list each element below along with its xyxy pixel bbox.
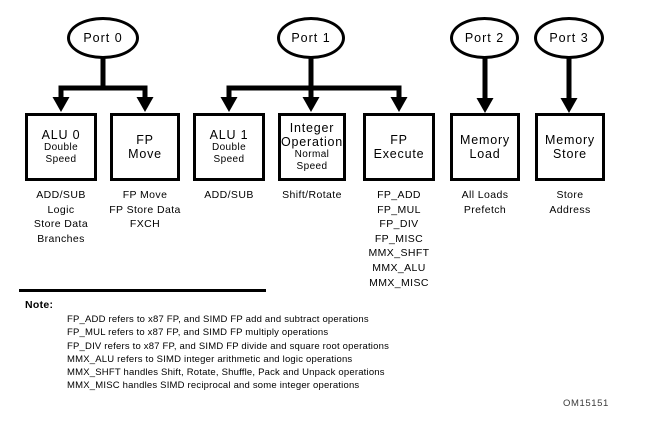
unit-op: FP_DIV [379, 218, 419, 231]
unit-memory-load: Memory Load All Loads Prefetch [435, 113, 535, 217]
unit-alu1: ALU 1 Double Speed ADD/SUB [179, 113, 279, 203]
unit-subtitle: Double Speed [211, 142, 247, 165]
unit-op: MMX_MISC [369, 276, 429, 289]
unit-integer-operation: Integer Operation Normal Speed Shift/Rot… [262, 113, 362, 203]
unit-ops-list: ADD/SUB Logic Store Data Branches [11, 188, 111, 246]
figure-id-label: OM15151 [563, 398, 609, 409]
unit-op: FP_MISC [374, 232, 424, 245]
unit-ops-list: All Loads Prefetch [435, 188, 535, 217]
note-line: FP_DIV refers to x87 FP, and SIMD FP div… [67, 340, 390, 352]
unit-op: Store Data [33, 218, 89, 231]
unit-op: Prefetch [463, 203, 507, 216]
unit-title: FP Execute [373, 133, 425, 161]
arrow-down-icon [302, 97, 320, 112]
unit-box: ALU 1 Double Speed [193, 113, 265, 181]
arrow-down-icon [390, 97, 408, 112]
unit-title: ALU 1 [209, 128, 249, 142]
port-3-node: Port 3 [534, 17, 604, 59]
unit-fp-move: FP Move FP Move FP Store Data FXCH [95, 113, 195, 232]
note-line: MMX_ALU refers to SIMD integer arithmeti… [67, 353, 353, 365]
port-2-node: Port 2 [450, 17, 519, 59]
unit-ops-list: ADD/SUB [179, 188, 279, 203]
arrow-down-icon [136, 97, 154, 112]
unit-memory-store: Memory Store Store Address [520, 113, 620, 217]
unit-op: ADD/SUB [36, 189, 86, 201]
unit-title: Integer Operation [280, 121, 344, 149]
port-3-label: Port 3 [549, 31, 589, 45]
unit-op: MMX_ALU [372, 261, 426, 274]
unit-op: All Loads [461, 189, 509, 201]
unit-box: Memory Load [450, 113, 520, 181]
unit-op: Branches [37, 232, 85, 245]
unit-op: FXCH [129, 218, 161, 231]
unit-box: Integer Operation Normal Speed [278, 113, 346, 181]
port-0-label: Port 0 [83, 31, 123, 45]
unit-box: FP Execute [363, 113, 435, 181]
port1-connector-line [226, 50, 402, 99]
port-1-label: Port 1 [291, 31, 331, 45]
unit-op: Logic [47, 203, 75, 216]
unit-ops-list: FP Move FP Store Data FXCH [95, 188, 195, 232]
unit-title: ALU 0 [41, 128, 81, 142]
note-line: FP_MUL refers to x87 FP, and SIMD FP mul… [67, 327, 329, 339]
unit-op: ADD/SUB [204, 189, 254, 201]
unit-op: FP Store Data [109, 203, 181, 216]
note-line: MMX_MISC handles SIMD reciprocal and som… [67, 380, 360, 392]
unit-op: FP Move [122, 189, 168, 201]
unit-ops-list: FP_ADD FP_MUL FP_DIV FP_MISC MMX_SHFT MM… [349, 188, 449, 290]
note-line: MMX_SHFT handles Shift, Rotate, Shuffle,… [67, 367, 385, 379]
unit-op: MMX_SHFT [368, 247, 430, 260]
unit-title: FP Move [128, 133, 162, 161]
unit-ops-list: Store Address [520, 188, 620, 217]
unit-fp-execute: FP Execute FP_ADD FP_MUL FP_DIV FP_MISC … [349, 113, 449, 290]
unit-subtitle: Normal Speed [294, 149, 330, 172]
note-divider-line [19, 289, 266, 292]
unit-op: Shift/Rotate [282, 189, 342, 201]
port-1-node: Port 1 [277, 17, 345, 59]
unit-op: Address [549, 203, 591, 216]
unit-title: Memory Store [545, 133, 595, 161]
unit-title: Memory Load [460, 133, 510, 161]
unit-op: FP_ADD [377, 189, 421, 201]
connector-lines [58, 50, 572, 100]
unit-op: FP_MUL [377, 203, 421, 216]
unit-box: FP Move [110, 113, 180, 181]
arrow-down-icon [52, 97, 70, 112]
unit-op: Store [556, 189, 584, 201]
port-0-node: Port 0 [67, 17, 139, 59]
port-2-label: Port 2 [464, 31, 505, 45]
unit-box: Memory Store [535, 113, 605, 181]
port0-connector-line [58, 50, 148, 99]
unit-box: ALU 0 Double Speed [25, 113, 97, 181]
arrow-down-icon [476, 98, 494, 113]
note-line: FP_ADD refers to x87 FP, and SIMD FP add… [67, 314, 369, 325]
unit-subtitle: Double Speed [43, 142, 79, 165]
unit-ops-list: Shift/Rotate [262, 188, 362, 203]
arrow-down-icon [560, 98, 578, 113]
note-heading: Note: [25, 299, 54, 311]
note-lines: FP_ADD refers to x87 FP, and SIMD FP add… [67, 313, 389, 393]
arrow-down-icon [220, 97, 238, 112]
unit-alu0: ALU 0 Double Speed ADD/SUB Logic Store D… [11, 113, 111, 246]
